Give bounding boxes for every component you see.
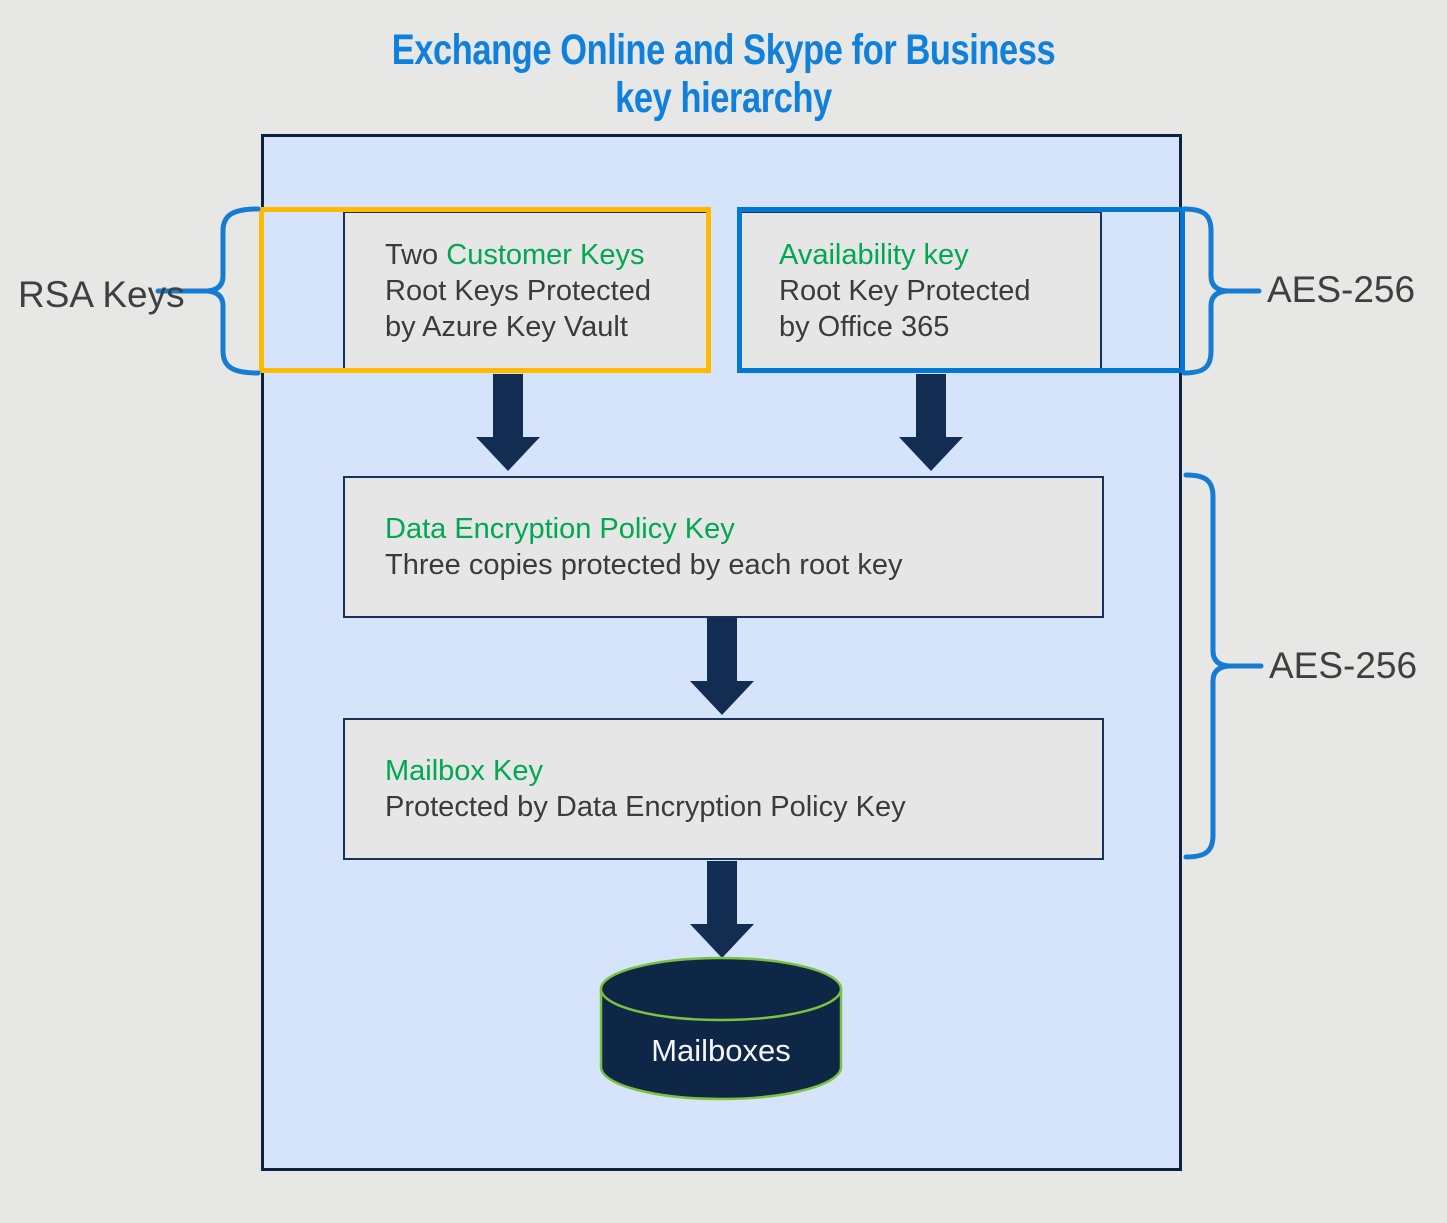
data-encryption-policy-key-box: Data Encryption Policy Key Three copies …: [343, 476, 1104, 618]
customer-keys-heading-prefix: Two: [385, 238, 447, 271]
page-title-line1: Exchange Online and Skype for Business: [391, 26, 1056, 74]
aes-256-top-label: AES-256: [1267, 269, 1416, 310]
customer-keys-box: Two Customer Keys Root Keys Protected by…: [343, 211, 708, 370]
arrow-mailboxkey-to-mailboxes-icon: [690, 861, 754, 958]
aes-256-bottom-brace-icon: [1183, 472, 1264, 860]
customer-keys-body-line2: by Azure Key Vault: [385, 310, 628, 343]
aes-availability-key-outline: [737, 207, 1185, 373]
aes-256-bottom-label: AES-256: [1269, 645, 1418, 686]
arrow-customer-to-dep-icon: [476, 374, 540, 471]
availability-key-heading: Availability key: [779, 238, 969, 271]
availability-key-body-line2: by Office 365: [779, 310, 950, 343]
arrow-availability-to-dep-icon: [899, 374, 963, 471]
customer-keys-heading-green: Customer Keys: [446, 238, 645, 271]
rsa-keys-label: RSA Keys: [18, 274, 185, 315]
dep-key-heading: Data Encryption Policy Key: [385, 513, 735, 545]
dep-key-body: Three copies protected by each root key: [385, 549, 903, 581]
arrow-dep-to-mailboxkey-icon: [690, 618, 754, 715]
rsa-customer-keys-outline: [259, 207, 711, 373]
mailboxes-cylinder-icon: [599, 956, 843, 1101]
mailbox-key-heading: Mailbox Key: [385, 755, 543, 787]
availability-key-body-line1: Root Key Protected: [779, 274, 1031, 307]
mailboxes-label: Mailboxes: [651, 1033, 791, 1068]
mailbox-key-box: Mailbox Key Protected by Data Encryption…: [343, 718, 1104, 860]
page-title-line2: key hierarchy: [615, 74, 832, 122]
customer-keys-heading: Two Customer Keys: [385, 237, 696, 273]
aes-256-top-brace-icon: [1181, 206, 1262, 376]
page-title: Exchange Online and Skype for Business k…: [145, 26, 1303, 122]
customer-keys-body-line1: Root Keys Protected: [385, 274, 651, 307]
mailbox-key-body: Protected by Data Encryption Policy Key: [385, 791, 906, 823]
rsa-keys-brace-icon: [155, 206, 261, 376]
